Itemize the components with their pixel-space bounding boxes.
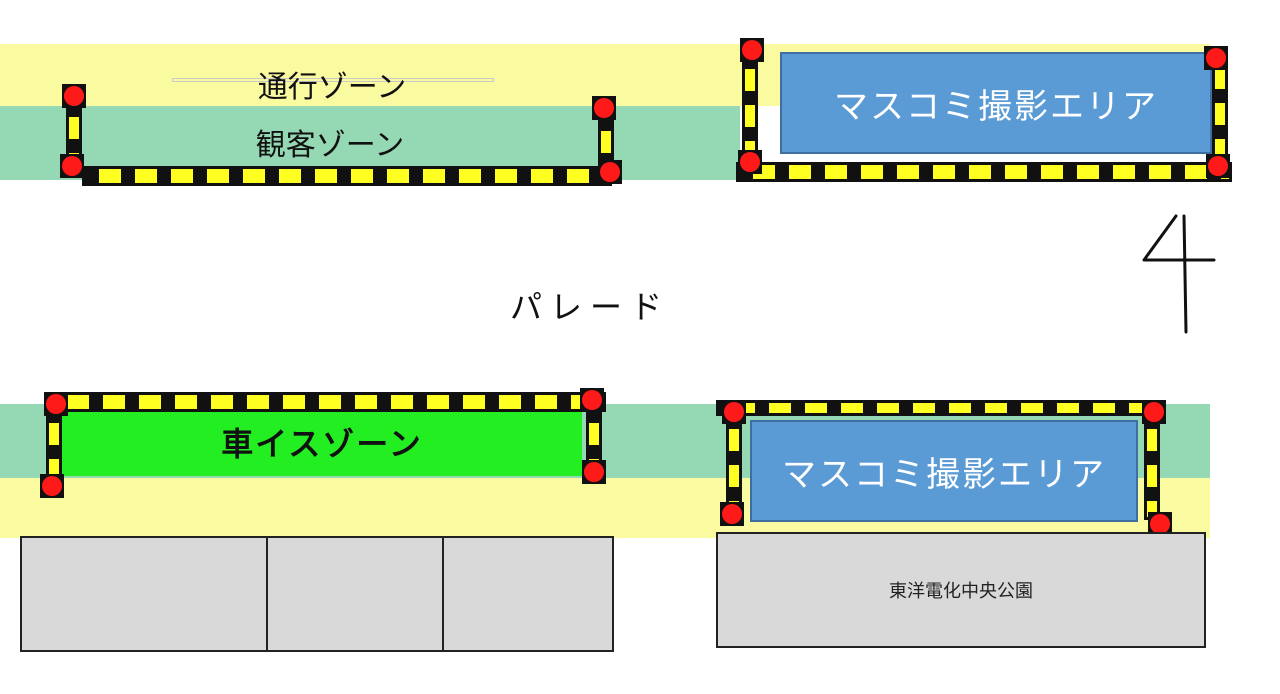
parade-label: パレード [509, 288, 671, 326]
barrier-post [598, 160, 622, 184]
barrier-post [582, 460, 606, 484]
barrier-post [1206, 154, 1230, 178]
barrier-bottom-left-left [46, 406, 62, 484]
park-block: 東洋電化中央公園 [716, 532, 1206, 648]
barrier-post [60, 154, 84, 178]
barrier-post [62, 84, 86, 108]
mascomi-area-top: マスコミ撮影エリア [780, 52, 1212, 154]
mascomi-area-bottom: マスコミ撮影エリア [750, 420, 1138, 522]
barrier-post [1204, 46, 1228, 70]
wheelchair-zone: 車イスゾーン [62, 408, 582, 476]
barrier-bottom-right-right [1144, 412, 1160, 520]
barrier-post [592, 96, 616, 120]
barrier-post [720, 502, 744, 526]
building-block-2 [266, 536, 444, 652]
barrier-bottom-left-top [50, 392, 606, 412]
number-four-drawing [1142, 214, 1216, 334]
barrier-bottom-right-top [716, 400, 1162, 416]
barrier-post [740, 38, 764, 62]
barrier-post [44, 392, 68, 416]
building-block-1 [20, 536, 268, 652]
barrier-post [1142, 400, 1166, 424]
barrier-post [738, 150, 762, 174]
barrier-post [580, 388, 604, 412]
park-name-label: 東洋電化中央公園 [889, 581, 1033, 602]
barrier-top-right-left [742, 52, 758, 164]
label-underline [172, 78, 494, 82]
barrier-post [722, 400, 746, 424]
barrier-top-left-bottom [82, 166, 612, 186]
kankyaku-zone-label: 観客ゾーン [255, 128, 405, 163]
barrier-top-right-bottom [736, 162, 1232, 182]
tsuko-zone-label: 通行ゾーン [257, 70, 407, 105]
building-block-3 [442, 536, 614, 652]
barrier-post [40, 474, 64, 498]
